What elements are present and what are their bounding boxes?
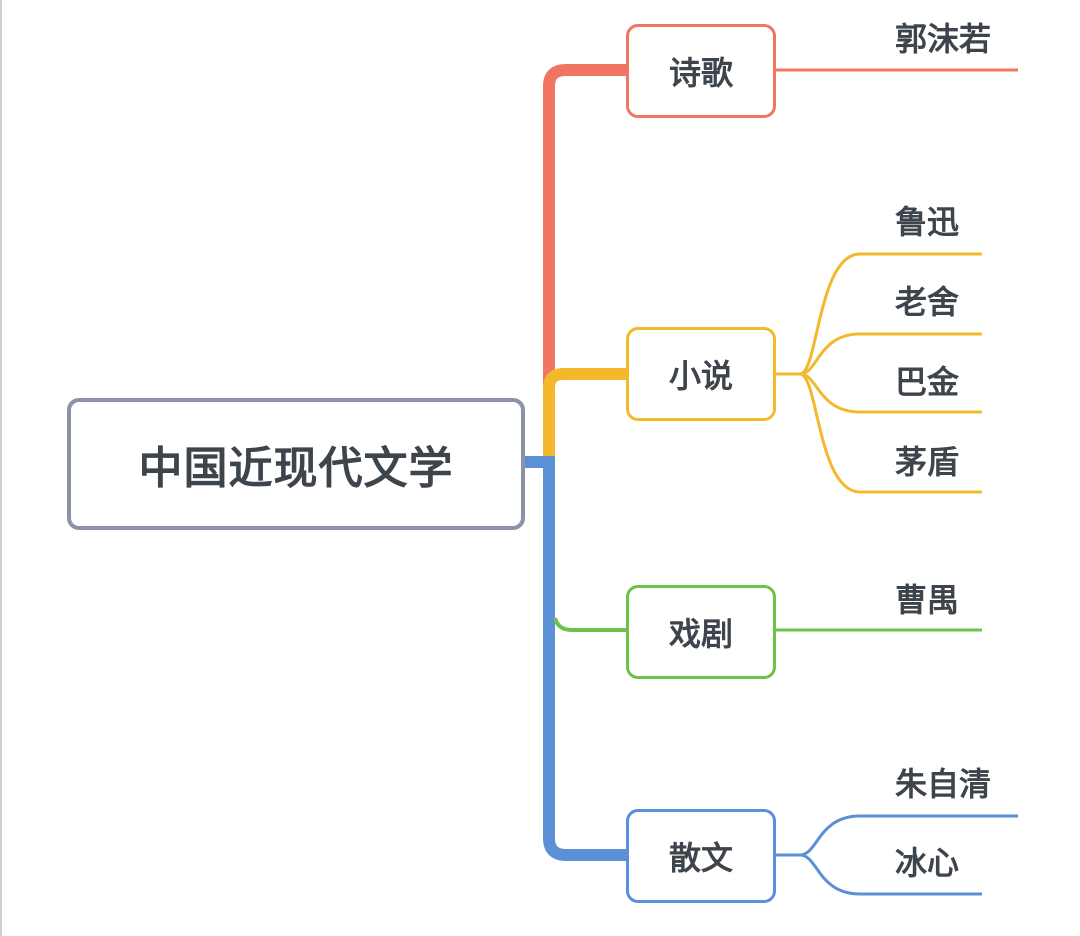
author-novel-1[interactable]: 鲁迅 xyxy=(895,203,960,241)
author-prose-2[interactable]: 冰心 xyxy=(895,844,960,882)
topic-node-poetry[interactable]: 诗歌 xyxy=(626,24,776,118)
connector-novel-author-3 xyxy=(799,372,982,414)
topic-label-poetry: 诗歌 xyxy=(668,54,733,92)
topic-node-novel[interactable]: 小说 xyxy=(626,327,776,421)
root-topic-node[interactable]: 中国近现代文学 xyxy=(67,398,525,530)
author-drama-1[interactable]: 曹禺 xyxy=(895,581,960,619)
topic-label-prose: 散文 xyxy=(668,839,733,877)
author-novel-3[interactable]: 巴金 xyxy=(895,363,960,401)
topic-node-prose[interactable]: 散文 xyxy=(626,809,776,903)
connector-prose-author-2 xyxy=(799,853,982,896)
author-prose-1[interactable]: 朱自清 xyxy=(895,765,992,803)
topic-label-drama: 戏剧 xyxy=(668,615,733,653)
left-edge-line xyxy=(0,0,2,936)
connector-root-drama xyxy=(553,617,626,632)
author-poetry-1[interactable]: 郭沫若 xyxy=(895,20,992,58)
author-novel-4[interactable]: 茅盾 xyxy=(895,443,960,481)
topic-node-drama[interactable]: 戏剧 xyxy=(626,585,776,679)
topic-label-novel: 小说 xyxy=(668,357,733,395)
connector-root-prose xyxy=(520,456,632,861)
connector-novel-author-2 xyxy=(799,332,982,376)
author-novel-2[interactable]: 老舍 xyxy=(895,283,960,321)
root-topic-label: 中国近现代文学 xyxy=(138,443,454,494)
connector-root-poetry xyxy=(543,64,632,468)
connector-novel-author-4 xyxy=(799,372,982,494)
connector-root-novel xyxy=(543,368,626,462)
